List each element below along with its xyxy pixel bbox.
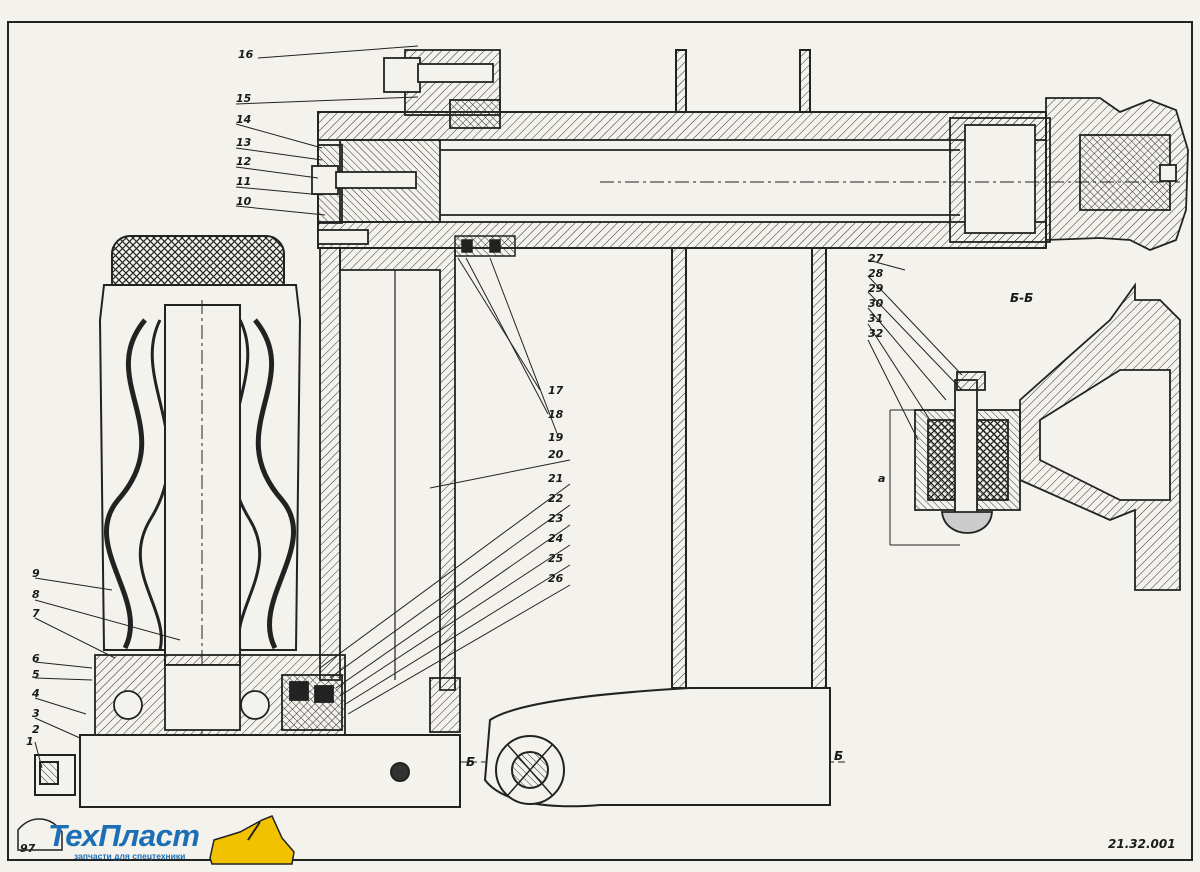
section-mark-left: Б (466, 755, 475, 769)
callout-22: 22 (548, 492, 564, 505)
section-mark-right: Б (834, 749, 843, 763)
callout-13: 13 (236, 136, 252, 149)
dimension-label: a (878, 472, 885, 485)
callout-4: 4 (31, 687, 40, 700)
callout-28: 28 (868, 267, 884, 280)
callout-30: 30 (868, 297, 884, 310)
logo-tagline: запчасти для спецтехники (74, 851, 186, 861)
seal-assembly (454, 235, 516, 257)
upper-ribs (671, 49, 827, 690)
callout-5: 5 (32, 668, 40, 681)
callout-24: 24 (548, 532, 563, 545)
bearing-housing (94, 654, 461, 736)
callout-1: 1 (26, 735, 34, 748)
callout-19: 19 (548, 431, 564, 444)
callout-23: 23 (548, 512, 564, 525)
page-number: 97 (20, 842, 36, 855)
callout-8: 8 (32, 588, 40, 601)
vertical-column (319, 247, 456, 691)
callout-18: 18 (548, 408, 564, 421)
callout-2: 2 (32, 723, 40, 736)
logo-brand: ТехПласт (48, 818, 200, 853)
section-label: Б-Б (1010, 291, 1033, 305)
callout-29: 29 (868, 282, 884, 295)
callout-12: 12 (236, 155, 252, 168)
end-cap (311, 144, 417, 245)
callout-27: 27 (868, 252, 884, 265)
callout-26: 26 (548, 572, 564, 585)
callout-16: 16 (238, 48, 254, 61)
top-flange (383, 49, 501, 129)
callout-7: 7 (32, 607, 40, 620)
callout-labels: 16 15 14 13 12 11 10 17 18 19 20 21 22 2… (26, 48, 884, 748)
document-number: 21.32.001 (1108, 837, 1176, 851)
callout-17: 17 (548, 384, 564, 397)
callout-9: 9 (32, 567, 40, 580)
callout-11: 11 (236, 175, 251, 188)
callout-21: 21 (548, 472, 563, 485)
callout-32: 32 (868, 327, 884, 340)
callout-15: 15 (236, 92, 252, 105)
shaft-end (1045, 97, 1189, 251)
callout-25: 25 (548, 552, 564, 565)
callout-3: 3 (32, 707, 40, 720)
section-detail (889, 282, 1181, 591)
callout-14: 14 (236, 113, 251, 126)
logo-excavator-icon (17, 815, 295, 865)
drawing-frame (7, 21, 1193, 861)
callout-20: 20 (548, 448, 564, 461)
bellows (98, 235, 302, 735)
callout-leaders (34, 45, 963, 769)
callout-10: 10 (236, 195, 252, 208)
pivot-arm (483, 687, 831, 808)
lower-beam (34, 734, 845, 808)
callout-31: 31 (868, 312, 883, 325)
callout-6: 6 (32, 652, 40, 665)
